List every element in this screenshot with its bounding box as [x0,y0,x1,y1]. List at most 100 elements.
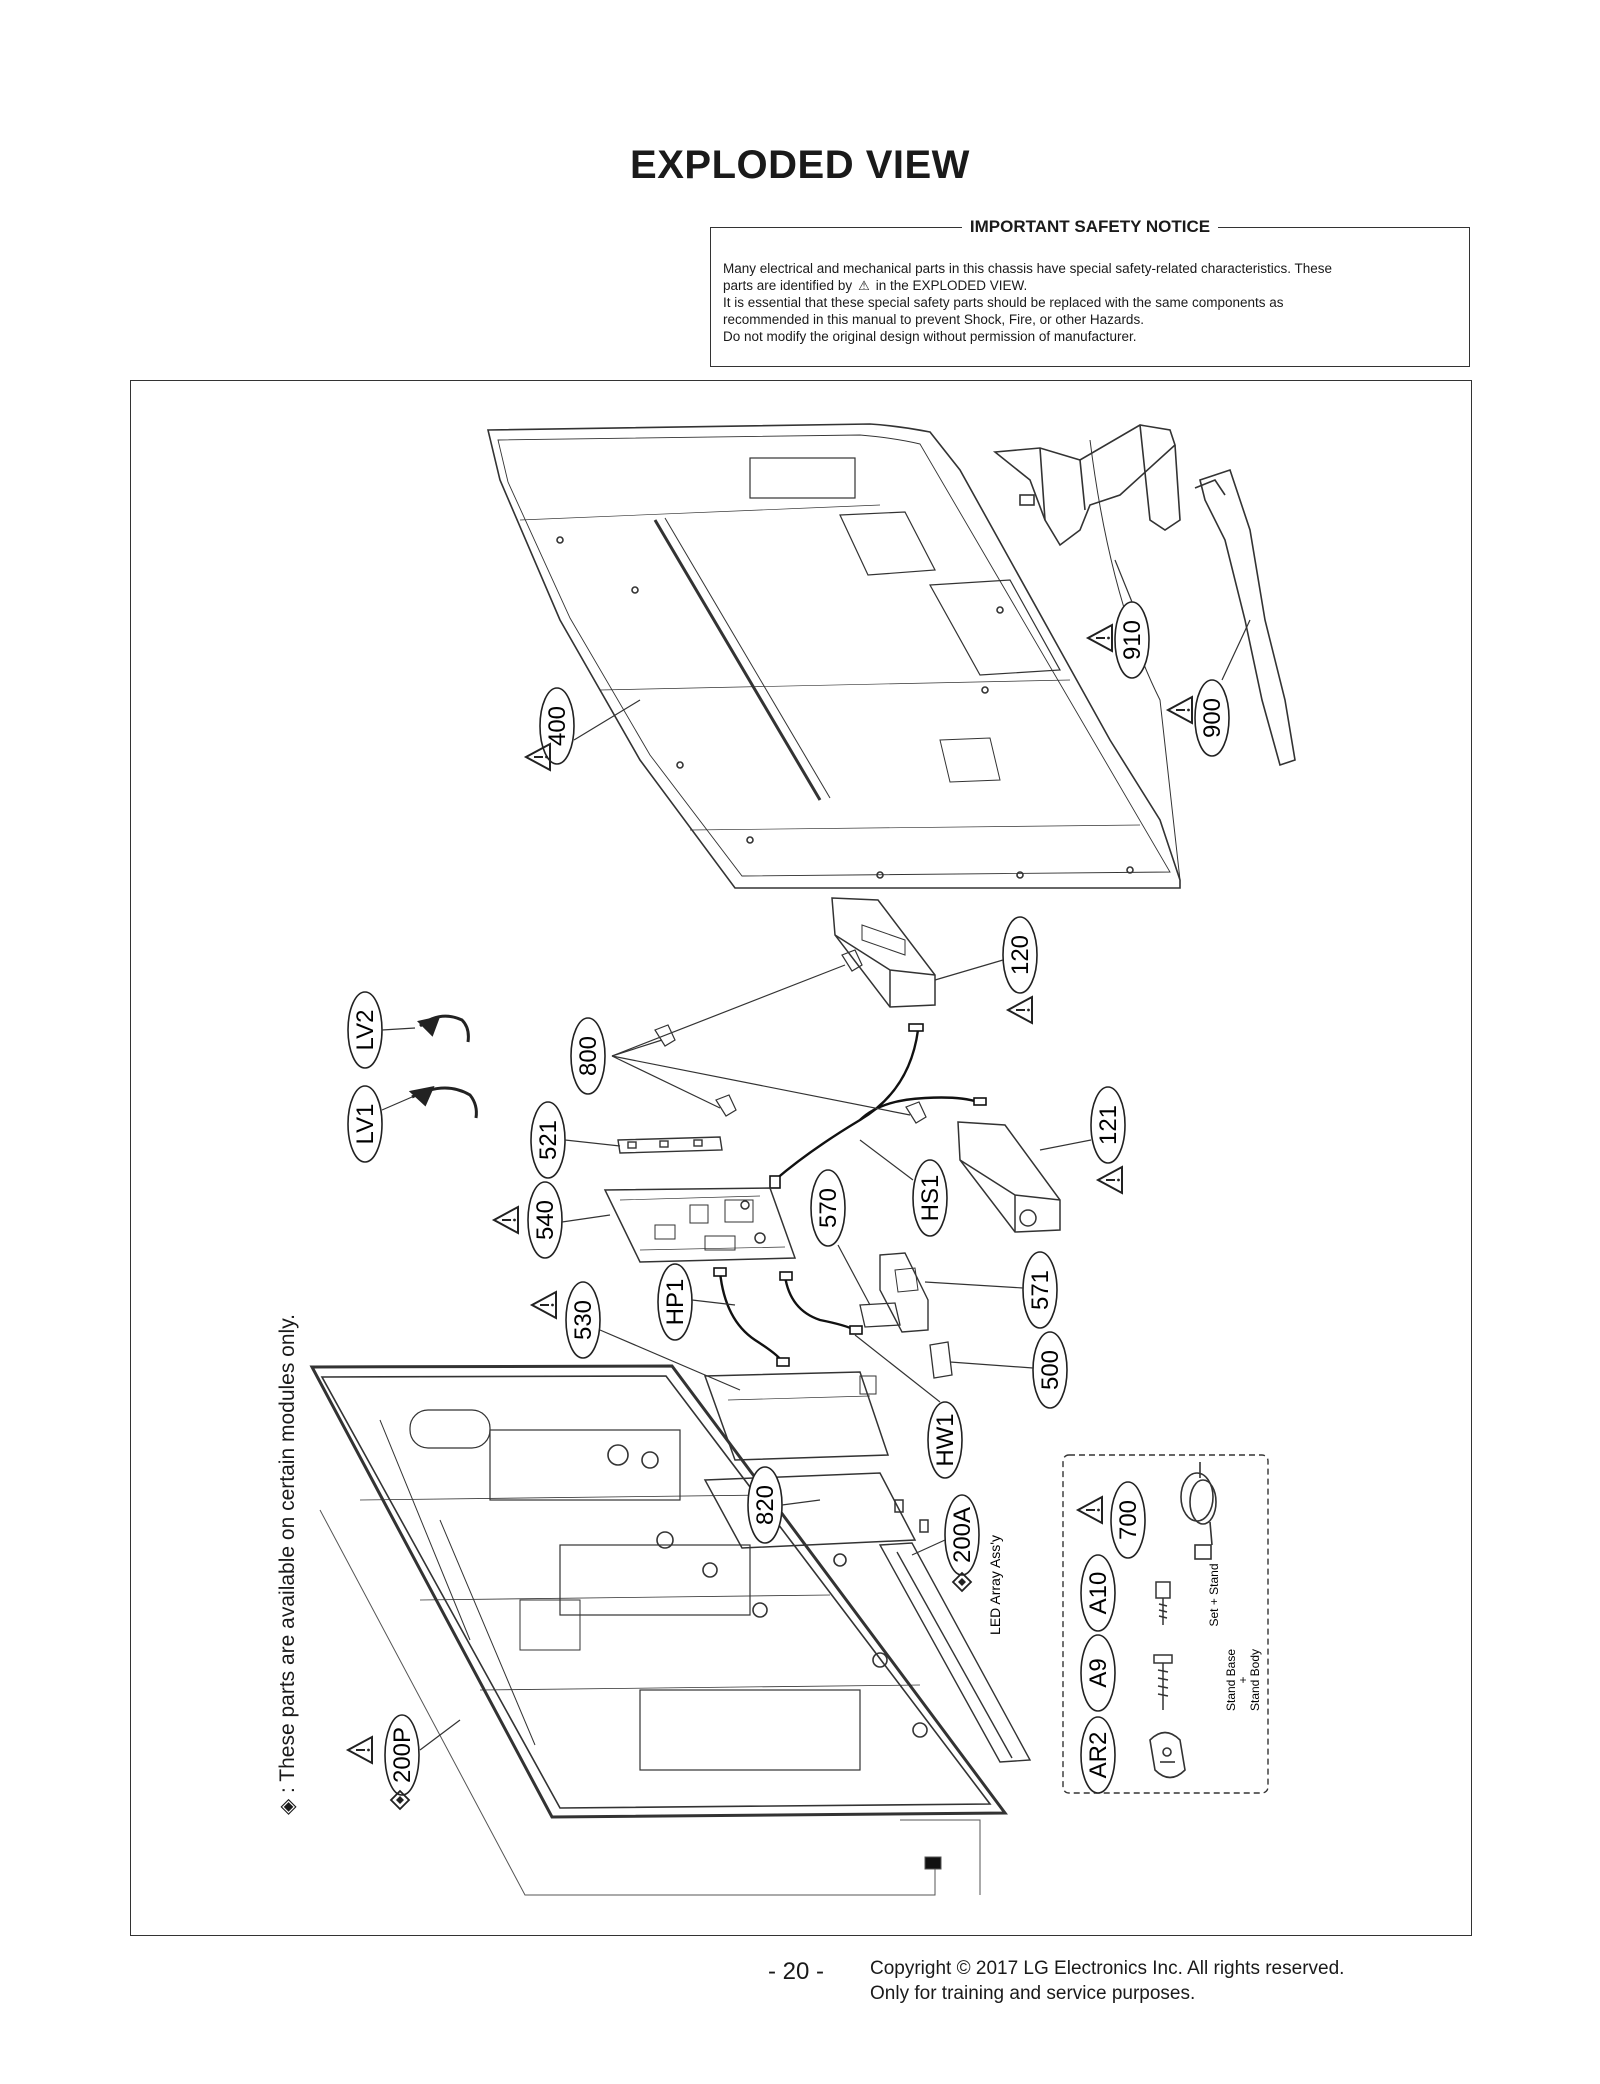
callout-500: 500 [1032,1331,1068,1409]
notice-line-3: It is essential that these special safet… [723,295,1284,310]
warning-triangle-icon [1097,1166,1123,1194]
warning-triangle-icon [1077,1496,1103,1524]
label-530: 530 [570,1300,597,1340]
sheet-820 [703,1472,929,1549]
label-a9: A9 [1085,1658,1112,1687]
label-400: 400 [544,706,571,746]
power-cord [1180,1462,1217,1560]
label-lv2: LV2 [352,1010,379,1051]
label-910: 910 [1119,620,1146,660]
lcd-module [309,1364,1008,1819]
notice-line-2b: in the EXPLODED VIEW. [875,278,1028,293]
label-a10: A10 [1085,1572,1112,1615]
screw-a9 [1153,1654,1173,1710]
callout-a9: A9 [1080,1634,1116,1712]
label-820: 820 [752,1485,779,1525]
callout-hs1: HS1 [912,1159,948,1237]
warning-triangle-icon [493,1206,519,1234]
screw-a10 [1155,1581,1171,1625]
remote-ar2 [1149,1731,1186,1779]
main-board-540 [603,1187,797,1263]
label-200a: 200A [949,1507,976,1563]
callout-lv2: LV2 [347,991,383,1069]
callout-hp1: HP1 [657,1263,693,1341]
callout-800: 800 [570,1017,606,1095]
callout-200p: 200P [384,1714,420,1796]
copyright-line-2: Only for training and service purposes. [870,1983,1196,2004]
stand-body-caption: Stand Body [1248,1649,1262,1711]
ir-module-571 [879,1252,929,1333]
lvds-cables [408,1014,478,1119]
label-200p: 200P [389,1727,416,1783]
label-521: 521 [535,1120,562,1160]
callout-400: 400 [539,687,575,765]
label-800: 800 [575,1036,602,1076]
label-ar2: AR2 [1085,1732,1112,1779]
stand-body [992,424,1181,547]
callout-900: 900 [1194,679,1230,757]
callout-570: 570 [810,1169,846,1247]
page-number: - 20 - [768,1958,825,1985]
callout-120: 120 [1002,916,1038,994]
notice-body: Many electrical and mechanical parts in … [723,260,1457,345]
callout-530: 530 [565,1281,601,1359]
label-700: 700 [1115,1500,1142,1540]
label-120: 120 [1007,935,1034,975]
callout-521: 521 [530,1101,566,1179]
callout-a10: A10 [1080,1554,1116,1632]
callout-910: 910 [1114,601,1150,679]
safety-notice: IMPORTANT SAFETY NOTICE Many electrical … [710,217,1470,367]
label-hp1: HP1 [662,1279,689,1326]
stand-base-caption: Stand Base [1224,1649,1238,1711]
led-array-caption: LED Array Ass'y [987,1535,1003,1635]
part-500 [929,1341,953,1379]
stand-base [1194,468,1296,767]
warning-triangle-icon [1007,996,1033,1024]
module-availability-note: ◈ : These parts are available on certain… [276,1314,299,1815]
label-570: 570 [815,1188,842,1228]
callout-hw1: HW1 [927,1401,963,1479]
label-571: 571 [1027,1270,1054,1310]
callout-540: 540 [527,1181,563,1259]
copyright: Copyright © 2017 LG Electronics Inc. All… [870,1956,1344,2006]
notice-line-1: Many electrical and mechanical parts in … [723,261,1333,276]
label-500: 500 [1037,1350,1064,1390]
panel-sheet [319,1509,981,1896]
label-121: 121 [1095,1105,1122,1145]
bracket-521 [617,1136,723,1154]
power-board-530 [703,1371,890,1461]
screws-800 [611,949,927,1124]
warning-triangle-icon [1087,624,1113,652]
part-570 [859,1302,901,1328]
warning-triangle-icon: ⚠ [858,278,870,293]
warning-triangle-icon [1167,696,1193,724]
notice-line-2a: parts are identified by [723,278,853,293]
plus-caption: + [1236,1676,1250,1683]
callout-200a: 200A [944,1494,980,1576]
page-title: EXPLODED VIEW [630,143,970,187]
callout-lv1: LV1 [347,1085,383,1163]
speaker-wire [769,1023,987,1189]
back-cover [486,423,1181,889]
wires-hp1-hw1 [713,1267,863,1367]
callout-571: 571 [1022,1251,1058,1329]
notice-line-5: Do not modify the original design withou… [723,329,1137,344]
set-stand-caption: Set + Stand [1207,1563,1221,1626]
label-lv1: LV1 [352,1104,379,1145]
accessory-box [1062,1454,1269,1794]
copyright-line-1: Copyright © 2017 LG Electronics Inc. All… [870,1958,1345,1979]
callout-820: 820 [747,1466,783,1544]
label-900: 900 [1199,698,1226,738]
label-540: 540 [532,1200,559,1240]
speaker-121 [957,1121,1061,1233]
label-hs1: HS1 [917,1175,944,1222]
warning-triangle-icon [531,1291,557,1319]
callout-ar2: AR2 [1080,1716,1116,1794]
diagram-frame [130,380,1472,1936]
speaker-120 [831,897,936,1008]
warning-triangle-icon [347,1736,373,1764]
callout-121: 121 [1090,1086,1126,1164]
callout-700: 700 [1110,1481,1146,1559]
notice-line-4: recommended in this manual to prevent Sh… [723,312,1144,327]
